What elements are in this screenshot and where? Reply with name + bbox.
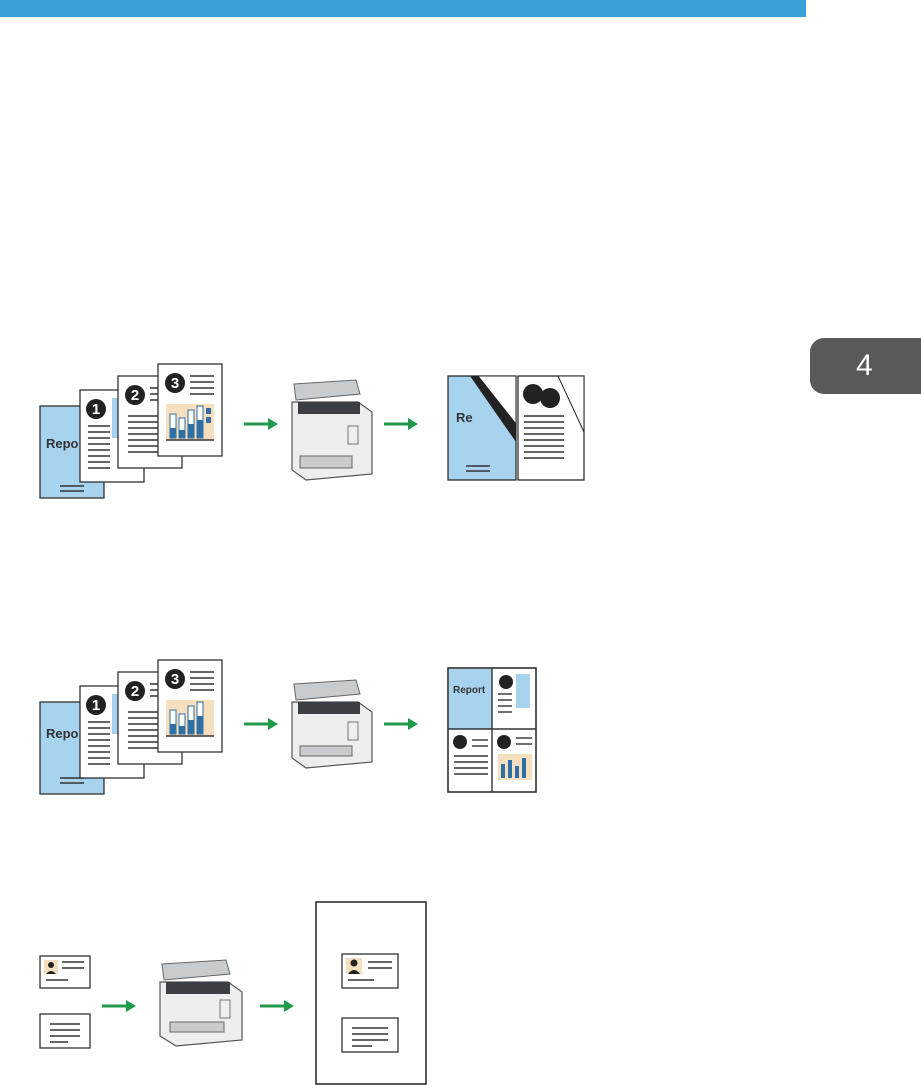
report-cover-label: Repo [46, 726, 79, 741]
id-card-output-sheet [316, 902, 426, 1084]
header-accent-bar [0, 0, 806, 17]
page-number-1: 1 [92, 697, 100, 714]
output-report-label: Re [456, 410, 473, 425]
arrow-to-printer [244, 418, 278, 430]
arrow-to-output [384, 718, 418, 730]
arrow-to-printer [244, 718, 278, 730]
output-report-label: Report [453, 685, 486, 696]
printer-icon [292, 680, 372, 768]
original-stack: Repo 1 2 3 [40, 364, 222, 498]
arrow-to-printer [102, 1000, 136, 1012]
printer-icon [292, 380, 372, 480]
id-card-front [40, 956, 90, 988]
page-number-2: 2 [131, 387, 139, 404]
id-card-back [40, 1014, 90, 1048]
page-number-2: 2 [131, 683, 139, 700]
combine-copy-figure: Repo 1 2 3 [38, 658, 558, 798]
report-cover-label: Repo [46, 436, 79, 451]
original-stack: Repo 1 2 3 [40, 660, 222, 794]
arrow-to-output [384, 418, 418, 430]
page-number-1: 1 [92, 401, 100, 418]
id-card-copy-figure [38, 900, 438, 1086]
printer-icon [160, 960, 242, 1046]
duplex-copy-figure: Repo 1 2 3 [38, 362, 598, 502]
chapter-number: 4 [856, 349, 873, 382]
page-number-3: 3 [171, 671, 179, 688]
page-number-3: 3 [171, 375, 179, 392]
combined-output-sheet: Report [448, 668, 536, 792]
arrow-to-output [260, 1000, 294, 1012]
chapter-tab[interactable]: 4 [810, 338, 921, 394]
duplex-output-sheets: Re [448, 376, 584, 480]
